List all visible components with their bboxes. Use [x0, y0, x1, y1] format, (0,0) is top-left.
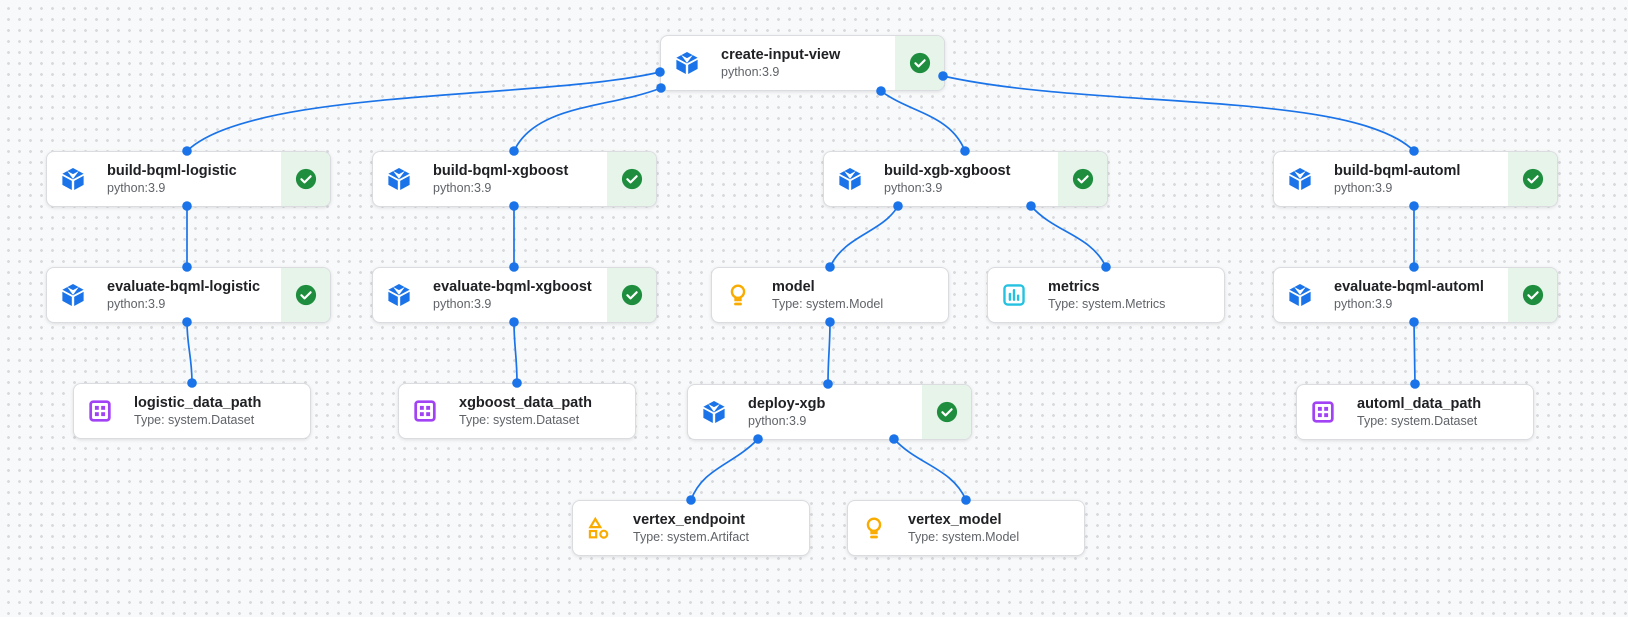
bar-chart-icon: [1001, 282, 1027, 308]
node-subtitle: python:3.9: [107, 181, 166, 195]
dataset-grid-icon: [1310, 399, 1336, 425]
node-subtitle: python:3.9: [107, 297, 166, 311]
node-subtitle: python:3.9: [433, 297, 492, 311]
status-succeeded-badge: [922, 385, 971, 439]
check-circle-icon: [295, 284, 316, 306]
node-title: xgboost_data_path: [459, 395, 592, 411]
node-title: build-bqml-logistic: [107, 163, 237, 179]
node-title: build-bqml-xgboost: [433, 163, 569, 179]
node-subtitle: Type: system.Dataset: [134, 413, 255, 427]
node-title: logistic_data_path: [134, 395, 262, 411]
edge-build-xgboost-to-evaluate-xgboost: [509, 201, 519, 272]
edge-create-to-build-bqml-xgboost: [509, 83, 666, 156]
node-evaluate-bqml-xgboost[interactable]: evaluate-bqml-xgboost python:3.9: [372, 267, 657, 323]
check-circle-icon: [909, 52, 930, 74]
node-title: model: [772, 279, 815, 295]
node-title: vertex_model: [908, 512, 1002, 528]
node-subtitle: Type: system.Dataset: [459, 413, 580, 427]
edge-create-to-build-xgb-xgboost: [876, 86, 970, 156]
node-subtitle: Type: system.Metrics: [1048, 297, 1166, 311]
lightbulb-icon: [725, 282, 751, 308]
status-succeeded-badge: [895, 36, 944, 90]
dataset-grid-icon: [412, 398, 438, 424]
cube-icon: [701, 399, 727, 425]
node-subtitle: python:3.9: [748, 414, 807, 428]
status-succeeded-badge: [607, 268, 656, 322]
node-title: vertex_endpoint: [633, 512, 745, 528]
status-succeeded-badge: [607, 152, 656, 206]
edge-model-to-deploy-xgb: [823, 317, 835, 389]
status-succeeded-badge: [281, 268, 330, 322]
node-build-bqml-logistic[interactable]: build-bqml-logistic python:3.9: [46, 151, 331, 207]
cube-icon: [60, 166, 86, 192]
status-succeeded-badge: [1508, 152, 1557, 206]
cube-icon: [60, 282, 86, 308]
node-title: evaluate-bqml-xgboost: [433, 279, 592, 295]
node-subtitle: python:3.9: [884, 181, 943, 195]
node-build-xgb-xgboost[interactable]: build-xgb-xgboost python:3.9: [823, 151, 1108, 207]
status-succeeded-badge: [1058, 152, 1107, 206]
node-evaluate-bqml-automl[interactable]: evaluate-bqml-automl python:3.9: [1273, 267, 1558, 323]
node-build-bqml-xgboost[interactable]: build-bqml-xgboost python:3.9: [372, 151, 657, 207]
check-circle-icon: [936, 401, 957, 423]
check-circle-icon: [621, 168, 642, 190]
node-evaluate-bqml-logistic[interactable]: evaluate-bqml-logistic python:3.9: [46, 267, 331, 323]
edge-build-xgb-to-metrics: [1026, 201, 1111, 272]
edge-build-automl-to-evaluate-automl: [1409, 201, 1419, 272]
node-title: create-input-view: [721, 47, 841, 63]
node-subtitle: python:3.9: [433, 181, 492, 195]
edge-create-to-build-bqml-logistic: [182, 67, 665, 156]
check-circle-icon: [1522, 284, 1543, 306]
node-build-bqml-automl[interactable]: build-bqml-automl python:3.9: [1273, 151, 1558, 207]
cube-icon: [837, 166, 863, 192]
status-succeeded-badge: [281, 152, 330, 206]
node-create-input-view[interactable]: create-input-view python:3.9: [660, 35, 945, 91]
check-circle-icon: [295, 168, 316, 190]
node-subtitle: Type: system.Dataset: [1357, 414, 1478, 428]
node-subtitle: Type: system.Model: [772, 297, 884, 311]
node-subtitle: Type: system.Model: [908, 530, 1020, 544]
node-subtitle: Type: system.Artifact: [633, 530, 750, 544]
shapes-icon: [586, 515, 612, 541]
edge-deploy-to-vertex-endpoint: [686, 434, 763, 505]
edge-create-to-build-bqml-automl: [938, 71, 1419, 156]
node-title: automl_data_path: [1357, 396, 1482, 412]
node-subtitle: python:3.9: [1334, 297, 1393, 311]
dataset-grid-icon: [87, 398, 113, 424]
edge-evaluate-xgboost-to-xgboost-data-path: [509, 317, 522, 388]
edge-build-logistic-to-evaluate-logistic: [182, 201, 192, 272]
edge-deploy-to-vertex-model: [889, 434, 971, 505]
node-title: metrics: [1048, 279, 1100, 295]
node-subtitle: python:3.9: [1334, 181, 1393, 195]
cube-icon: [386, 166, 412, 192]
check-circle-icon: [1522, 168, 1543, 190]
node-title: evaluate-bqml-automl: [1334, 279, 1484, 295]
cube-icon: [1287, 166, 1313, 192]
lightbulb-icon: [861, 515, 887, 541]
node-subtitle: python:3.9: [721, 65, 780, 79]
node-title: build-xgb-xgboost: [884, 163, 1011, 179]
check-circle-icon: [621, 284, 642, 306]
edge-evaluate-automl-to-automl-data-path: [1409, 317, 1420, 389]
node-title: evaluate-bqml-logistic: [107, 279, 261, 295]
node-title: build-bqml-automl: [1334, 163, 1461, 179]
edge-evaluate-logistic-to-logistic-data-path: [182, 317, 197, 388]
cube-icon: [386, 282, 412, 308]
cube-icon: [1287, 282, 1313, 308]
node-title: deploy-xgb: [748, 396, 826, 412]
node-deploy-xgb[interactable]: deploy-xgb python:3.9: [687, 384, 972, 440]
status-succeeded-badge: [1508, 268, 1557, 322]
cube-icon: [674, 50, 700, 76]
edge-build-xgb-to-model: [825, 201, 903, 272]
check-circle-icon: [1072, 168, 1093, 190]
